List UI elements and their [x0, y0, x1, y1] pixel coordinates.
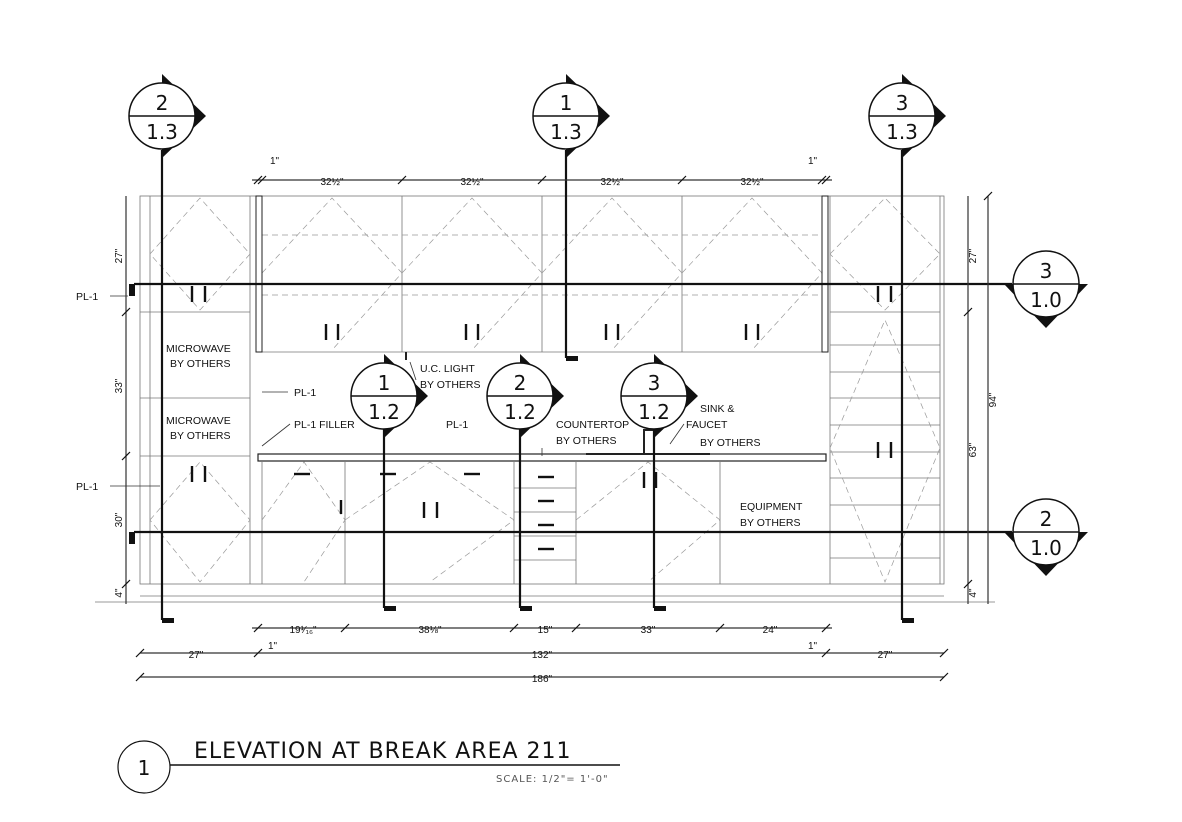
dim-right-mid: 63": [968, 442, 979, 457]
marker-top-text: 2: [156, 91, 169, 115]
note-pl1-lower: PL-1: [76, 481, 98, 493]
drawing-scale: SCALE: 1/2"= 1'-0": [496, 774, 609, 785]
dim-left-upper: 27": [114, 248, 125, 263]
section-marker[interactable]: 1 1.2: [350, 354, 428, 438]
marker-top-text: 1: [378, 371, 391, 395]
note-pl1-upper: PL-1: [76, 291, 98, 303]
dim-left-toe: 4": [114, 588, 125, 598]
note-microwave-1-by: BY OTHERS: [170, 358, 231, 370]
leader-lines: [110, 295, 685, 487]
marker-bottom-text: 1.0: [1030, 288, 1062, 312]
note-countertop-by: BY OTHERS: [556, 435, 617, 447]
marker-top-text: 2: [514, 371, 527, 395]
dim-bot-4: 33": [641, 625, 656, 636]
marker-top-text: 1: [560, 91, 573, 115]
note-microwave-2: MICROWAVE: [166, 415, 231, 427]
dim-bot-filler-left: 1": [268, 641, 278, 652]
note-microwave-2-by: BY OTHERS: [170, 430, 231, 442]
marker-bottom-text: 1.0: [1030, 536, 1062, 560]
section-marker[interactable]: 1 1.3: [532, 74, 610, 158]
marker-bottom-text: 1.3: [550, 120, 582, 144]
dim-right-toe: 4": [968, 588, 979, 598]
note-pl1-mid: PL-1: [294, 387, 316, 399]
dim-top-cab-1: 32½": [320, 177, 343, 188]
dim-bot-2: 38⅛": [418, 625, 441, 636]
dim-left-lower: 30": [114, 512, 125, 527]
note-uc-light: U.C. LIGHT: [420, 363, 475, 375]
view-number: 1: [138, 756, 151, 780]
section-cut-lines: [129, 150, 1012, 623]
dim-top-cab-3: 32½": [600, 177, 623, 188]
dimension-lines: [121, 175, 993, 682]
note-uc-light-by: BY OTHERS: [420, 379, 481, 391]
note-microwave-1: MICROWAVE: [166, 343, 231, 355]
drawing-title: ELEVATION AT BREAK AREA 211: [194, 739, 572, 764]
note-sink: SINK &: [700, 403, 734, 415]
marker-bottom-text: 1.2: [504, 400, 536, 424]
dim-top-filler-left: 1": [270, 156, 280, 167]
section-marker[interactable]: 2 1.2: [486, 354, 564, 438]
note-pl1-filler: PL-1 FILLER: [294, 419, 355, 431]
marker-bottom-text: 1.2: [368, 400, 400, 424]
dim-bot-filler-right: 1": [808, 641, 818, 652]
note-pl1-backsplash: PL-1: [446, 419, 468, 431]
dim-top-cab-2: 32½": [460, 177, 483, 188]
marker-top-text: 3: [896, 91, 909, 115]
section-marker-side[interactable]: 2 1.0: [1004, 498, 1088, 576]
marker-bottom-text: 1.3: [146, 120, 178, 144]
marker-top-text: 2: [1040, 507, 1053, 531]
marker-top-text: 3: [648, 371, 661, 395]
dim-right-upper: 27": [968, 248, 979, 263]
cabinet-handles: [190, 286, 893, 551]
note-countertop: COUNTERTOP: [556, 419, 629, 431]
note-sink-by: BY OTHERS: [700, 437, 761, 449]
section-marker[interactable]: 2 1.3: [128, 74, 206, 158]
dim-overall-total: 186": [532, 674, 553, 685]
note-equipment: EQUIPMENT: [740, 501, 803, 513]
dim-bot-1: 19¹⁄₁₆": [289, 625, 317, 636]
dim-overall-left: 27": [189, 650, 204, 661]
dim-top-filler-right: 1": [808, 156, 818, 167]
section-marker[interactable]: 3 1.3: [868, 74, 946, 158]
marker-bottom-text: 1.2: [638, 400, 670, 424]
section-marker-side[interactable]: 3 1.0: [1004, 250, 1088, 328]
note-faucet: FAUCET: [686, 419, 728, 431]
marker-bottom-text: 1.3: [886, 120, 918, 144]
dim-right-total: 94": [988, 392, 999, 407]
marker-top-text: 3: [1040, 259, 1053, 283]
dim-top-cab-4: 32½": [740, 177, 763, 188]
countertop: [255, 195, 829, 462]
dim-bot-3: 15": [538, 625, 553, 636]
title-block: 1 ELEVATION AT BREAK AREA 211 SCALE: 1/2…: [117, 739, 620, 794]
note-equipment-by: BY OTHERS: [740, 517, 801, 529]
dim-bot-5: 24": [763, 625, 778, 636]
section-marker[interactable]: 3 1.2: [620, 354, 698, 438]
dim-left-mid: 33": [114, 378, 125, 393]
dim-overall-right: 27": [878, 650, 893, 661]
door-swing-lines: [149, 197, 941, 583]
dim-overall-mid: 132": [532, 650, 553, 661]
